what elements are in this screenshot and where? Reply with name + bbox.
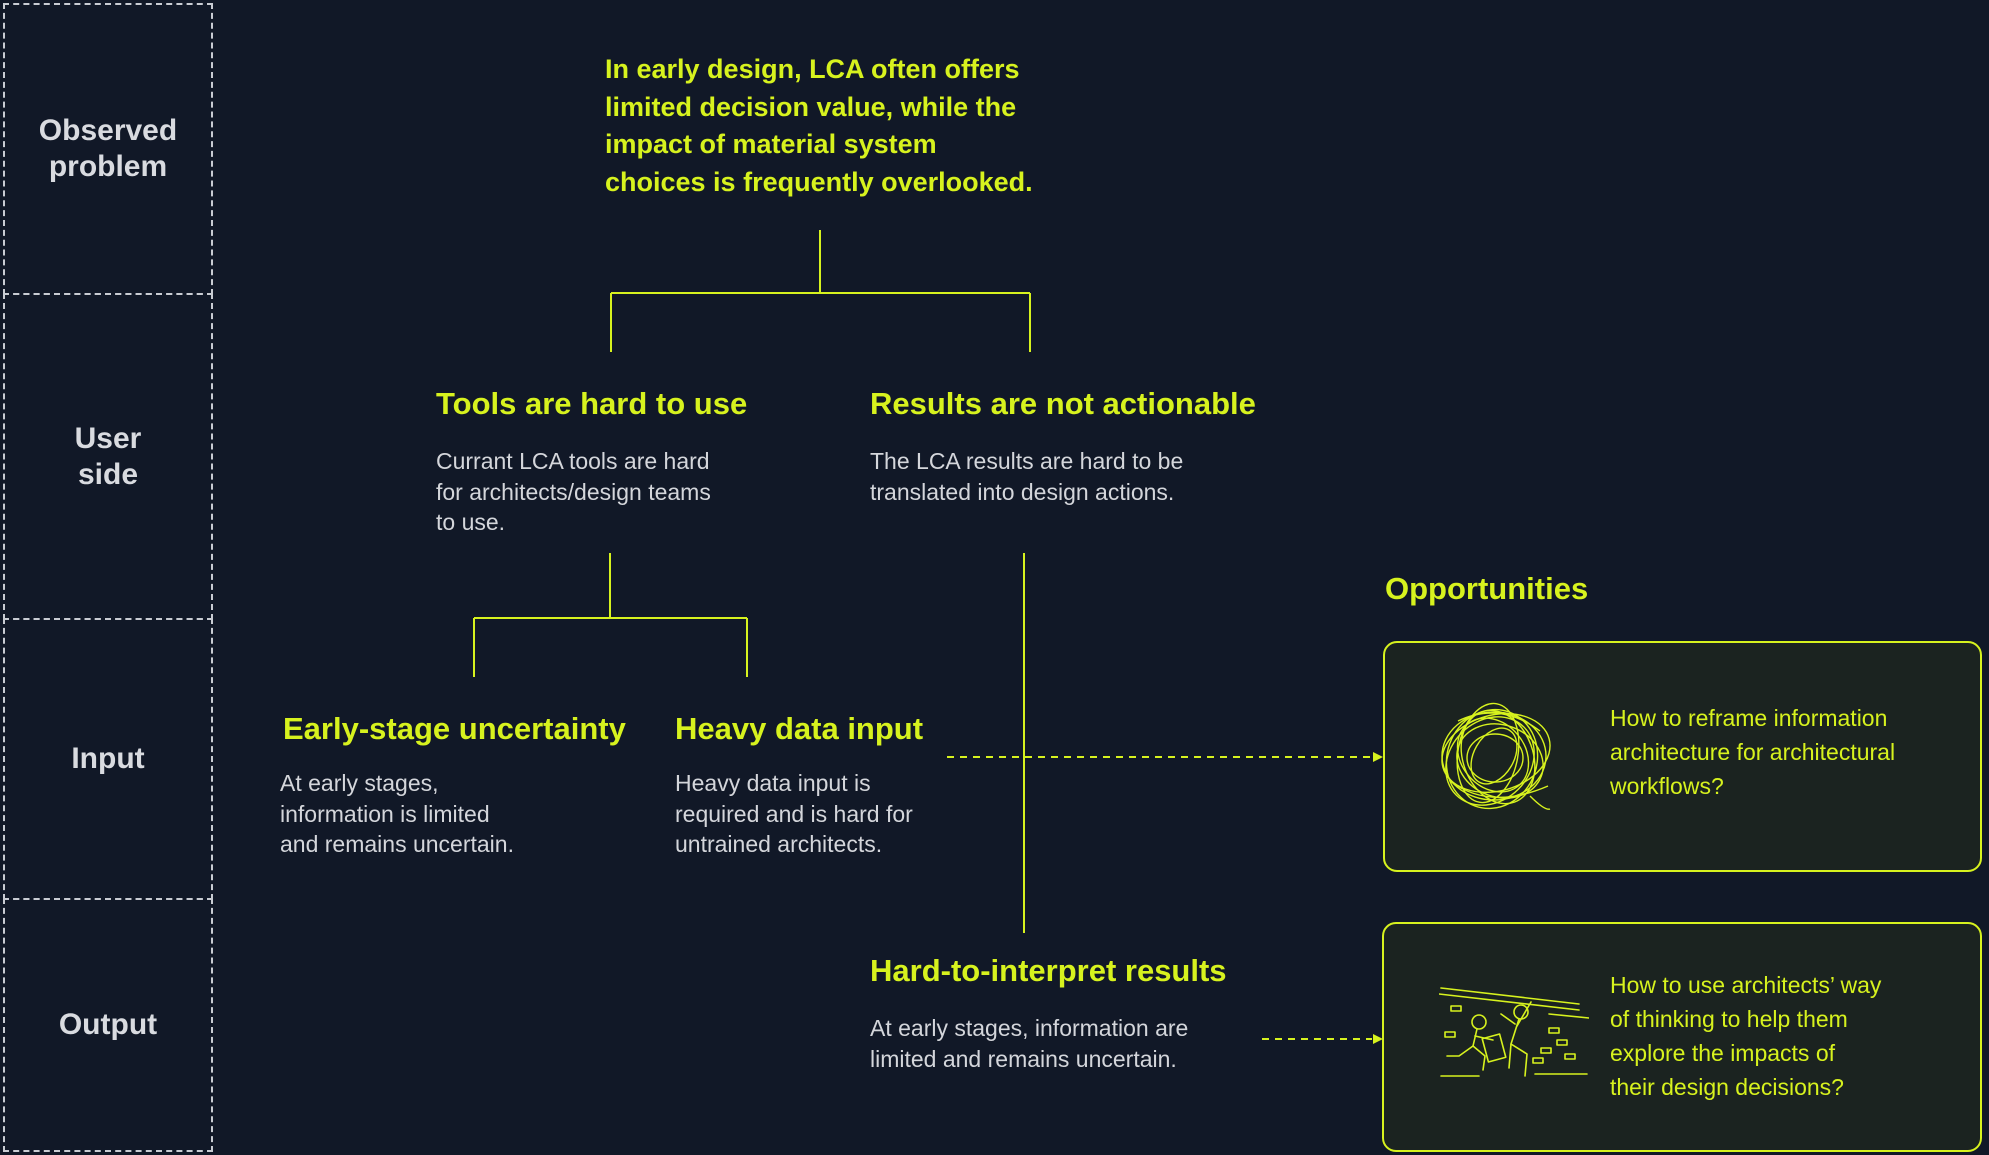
- node-desc-uncertainty: At early stages, information is limited …: [280, 770, 514, 857]
- node-desc-data-input: Heavy data input is required and is hard…: [675, 770, 913, 857]
- scribble-icon: [1441, 702, 1551, 810]
- row-label: Output: [58, 1008, 158, 1041]
- row-label: Input: [71, 742, 145, 775]
- node-title-data-input: Heavy data input: [675, 711, 924, 746]
- node-title-interpret: Hard-to-interpret results: [870, 953, 1227, 988]
- opportunity-text: How to reframe information architecture …: [1610, 705, 1896, 799]
- node-title-tools: Tools are hard to use: [436, 386, 748, 421]
- arrow-head: [1373, 752, 1383, 762]
- opportunities-title: Opportunities: [1385, 571, 1589, 606]
- architect-sketch-icon: [1439, 987, 1589, 1077]
- opportunity-card-1: How to reframe information architecture …: [1383, 641, 1982, 872]
- row-label: Observed problem: [38, 114, 178, 183]
- row-output: Output: [3, 898, 213, 1152]
- arrow-head: [1373, 1034, 1383, 1044]
- opportunity-text: How to use architects’ way of thinking t…: [1610, 972, 1882, 1100]
- node-title-uncertainty: Early-stage uncertainty: [283, 711, 626, 746]
- node-title-results: Results are not actionable: [870, 386, 1256, 421]
- row-label: User side: [74, 421, 142, 491]
- observed-problem-text: In early design, LCA often offers limite…: [605, 54, 1033, 197]
- opportunity-card-2: How to use architects’ way of thinking t…: [1382, 922, 1982, 1152]
- node-desc-results: The LCA results are hard to be translate…: [870, 448, 1184, 505]
- row-observed-problem: Observed problem: [3, 3, 213, 295]
- node-desc-tools: Currant LCA tools are hard for architect…: [436, 448, 711, 535]
- row-user-side: User side: [3, 293, 213, 620]
- node-desc-interpret: At early stages, information are limited…: [870, 1015, 1189, 1072]
